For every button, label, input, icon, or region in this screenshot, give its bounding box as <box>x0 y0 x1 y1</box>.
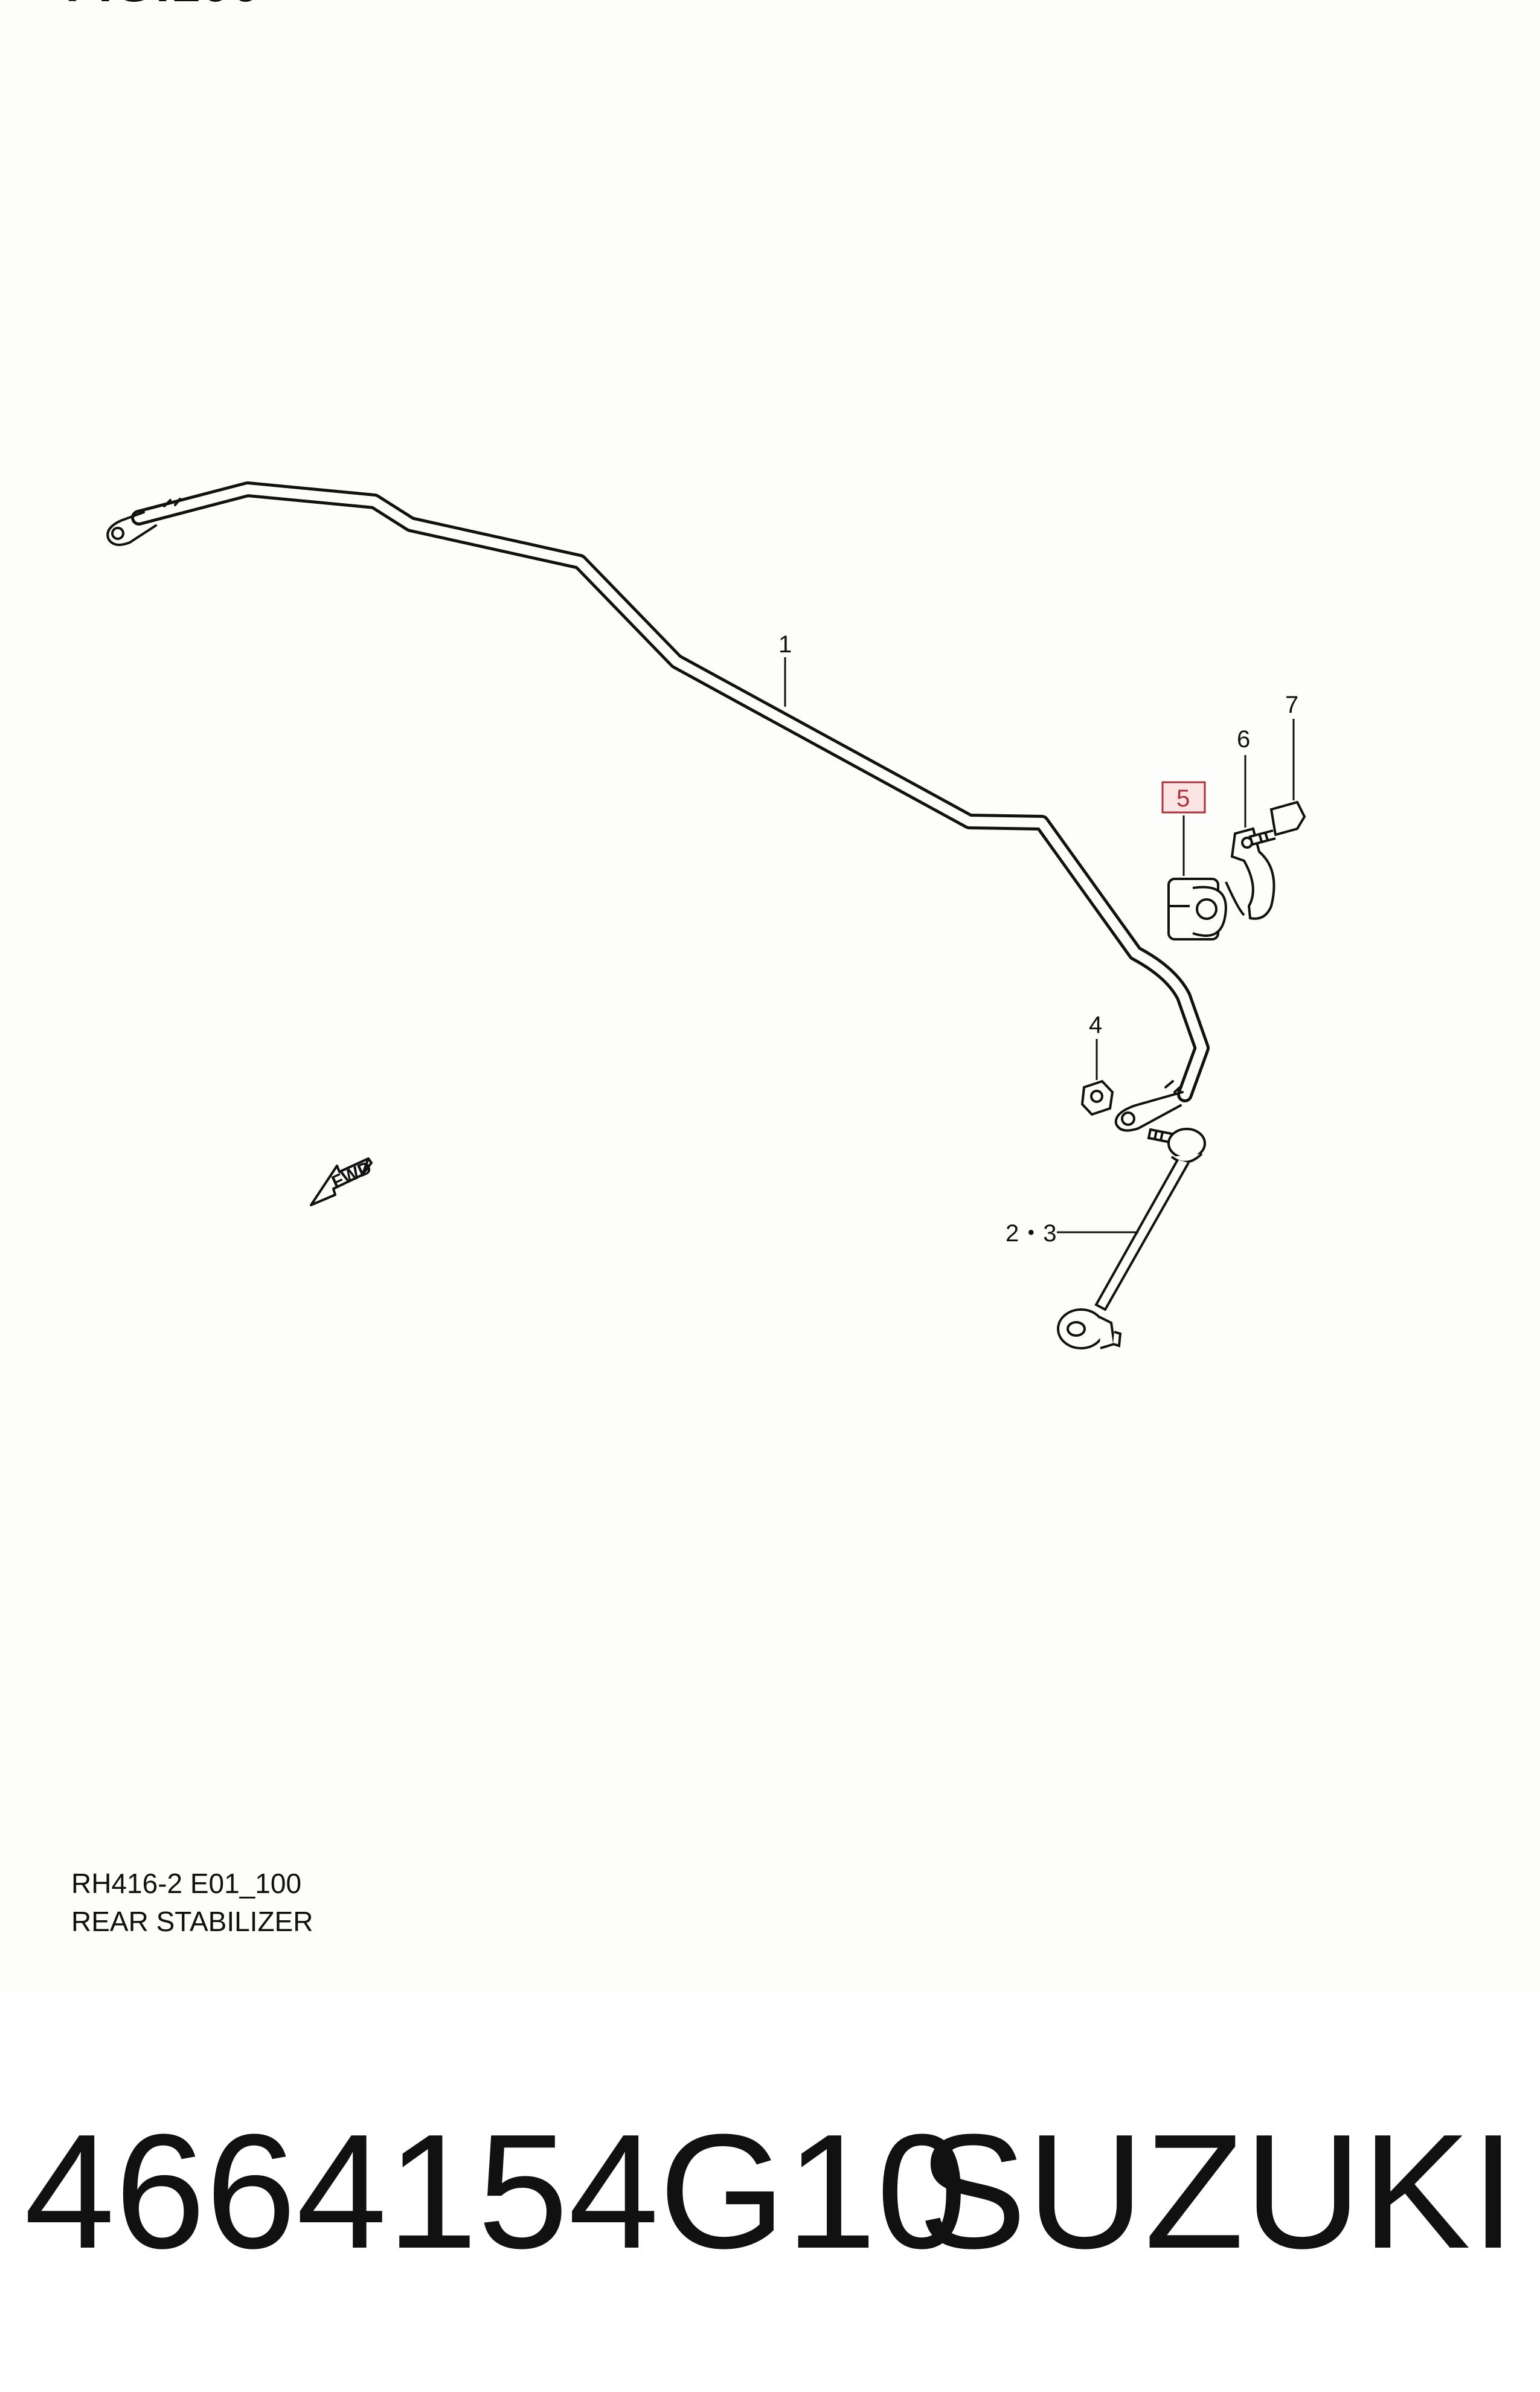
callout-6: 6 <box>1237 726 1250 828</box>
svg-text:5: 5 <box>1176 785 1190 812</box>
callout-4: 4 <box>1089 1012 1102 1080</box>
nut-part-4 <box>1080 1079 1114 1116</box>
callout-5: 5 <box>1161 781 1206 876</box>
svg-text:2・3: 2・3 <box>1006 1220 1057 1247</box>
callout-1: 1 <box>778 631 792 707</box>
bushing-part-5 <box>1167 878 1227 940</box>
svg-text:4: 4 <box>1089 1012 1102 1038</box>
fwd-arrow-icon: FWD <box>310 1157 374 1206</box>
svg-text:6: 6 <box>1237 726 1250 753</box>
stabilizer-bar <box>106 481 1210 1132</box>
bracket-part-6 <box>1225 827 1275 920</box>
brand-name: SUZUKI <box>917 2101 1516 2283</box>
figure-title: FIG.100 <box>65 0 261 10</box>
diagram-code: RH416-2 E01_100 <box>71 1868 302 1899</box>
svg-text:7: 7 <box>1285 692 1298 718</box>
diagram-sheet: FIG.100 1 5 <box>65 0 1306 1937</box>
callout-2-3: 2・3 <box>1006 1220 1138 1247</box>
svg-text:FWD: FWD <box>329 1157 374 1192</box>
stabilizer-diagram: 1 5 6 <box>106 481 1306 1349</box>
callout-7: 7 <box>1285 692 1298 800</box>
part-banner: 4664154G10 SUZUKI <box>0 2102 1540 2301</box>
svg-text:1: 1 <box>778 631 792 658</box>
part-number: 4664154G10 <box>24 2101 967 2283</box>
bolt-part-7 <box>1248 800 1306 846</box>
diagram-name: REAR STABILIZER <box>71 1906 313 1937</box>
stabilizer-link <box>1057 1128 1206 1349</box>
